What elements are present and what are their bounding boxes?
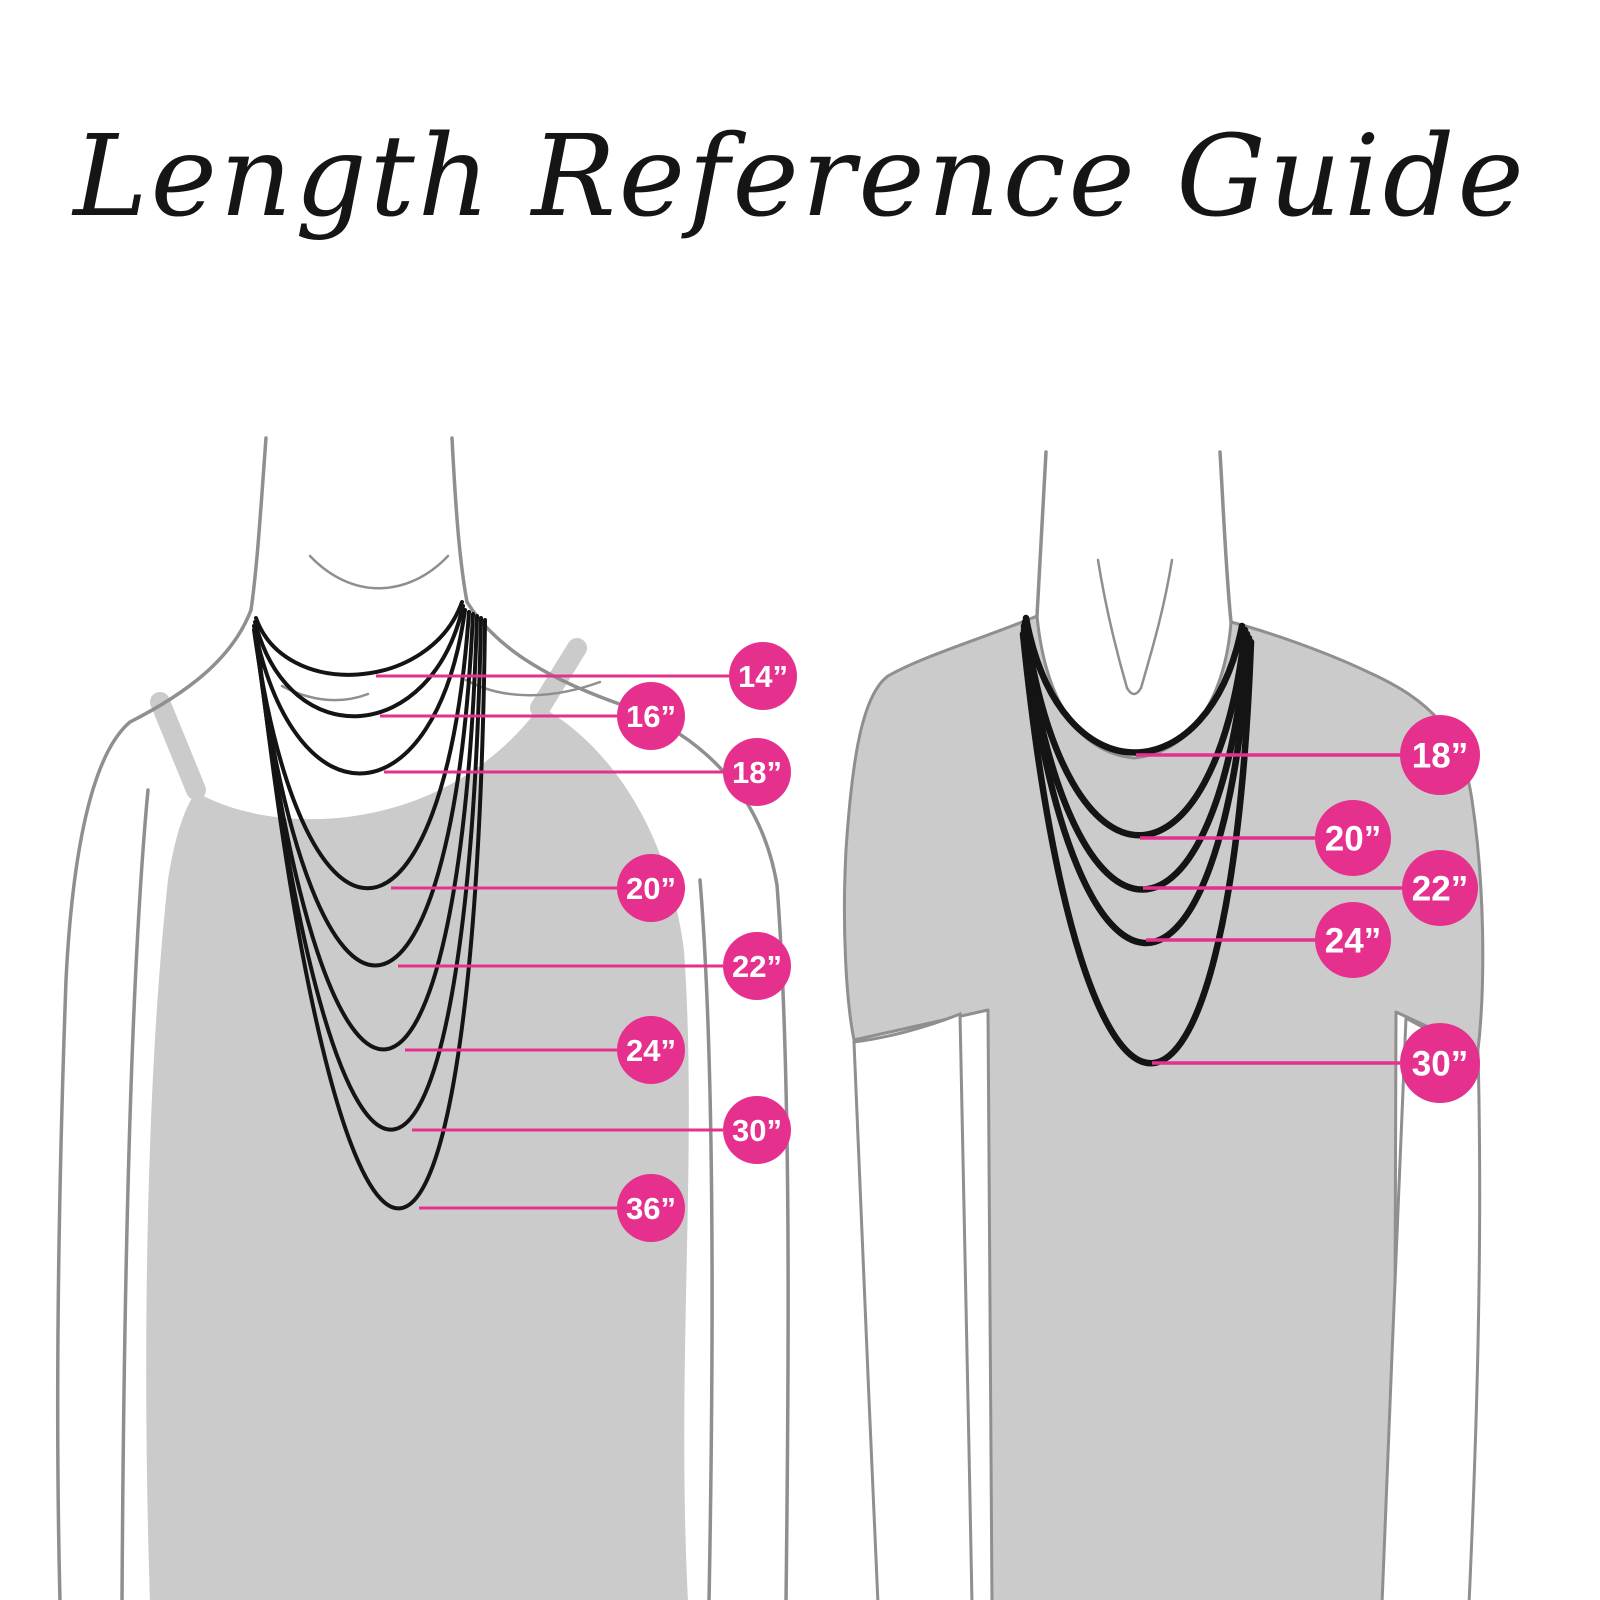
necklace-24in [254, 614, 479, 1052]
callout-30in: 30” [1152, 1023, 1480, 1103]
callout-18in: 18” [384, 738, 791, 806]
neck-right-line [1218, 450, 1233, 624]
sternal-notch [1125, 686, 1143, 696]
callout-22in: 22” [1143, 850, 1478, 926]
badge-label: 22” [1412, 869, 1468, 908]
tank-strap-left [150, 692, 206, 800]
badge-label: 18” [1412, 736, 1468, 775]
necklace-30in [1019, 630, 1255, 1067]
callout-16in: 16” [380, 682, 685, 750]
necklace-14in [254, 600, 464, 677]
man-callouts: 18” 20” 22” 24” 30” [1136, 715, 1480, 1103]
callout-18in: 18” [1136, 715, 1480, 795]
neck-muscle-left [1096, 558, 1129, 690]
necklace-18in [252, 608, 467, 776]
badge-label: 22” [732, 949, 782, 984]
callout-20in: 20” [1140, 800, 1391, 876]
badge-circle [617, 682, 685, 750]
woman-callouts: 14” 16” 18” 20” 22” [376, 642, 797, 1242]
badge-label: 14” [738, 659, 788, 694]
badge-circle [1400, 715, 1480, 795]
badge-label: 20” [626, 871, 676, 906]
man-necklaces [1019, 614, 1255, 1067]
necklace-16in [253, 604, 465, 719]
page-title: Length Reference Guide [73, 112, 1527, 242]
arm-left [852, 1011, 974, 1600]
badge-circle [1400, 1023, 1480, 1103]
badge-circle [1315, 902, 1391, 978]
badge-circle [617, 854, 685, 922]
arm-right [1380, 1015, 1482, 1600]
neck-left-line [249, 436, 268, 612]
callout-24in: 24” [1146, 902, 1391, 978]
badge-label: 18” [732, 755, 782, 790]
badge-circle [1402, 850, 1478, 926]
badge-circle [723, 738, 791, 806]
callout-24in: 24” [405, 1016, 685, 1084]
badge-label: 16” [626, 699, 676, 734]
arm-inner-left [120, 788, 150, 1600]
necklace-18in [1022, 614, 1246, 756]
necklace-22in [253, 612, 475, 968]
badge-circle [723, 932, 791, 1000]
necklace-24in [1020, 626, 1253, 947]
necklace-20in [252, 610, 471, 890]
neck-left-line [1035, 450, 1048, 618]
callout-20in: 20” [391, 854, 685, 922]
neck-right-line [450, 436, 469, 604]
badge-circle [617, 1174, 685, 1242]
callout-36in: 36” [419, 1174, 685, 1242]
badge-circle [617, 1016, 685, 1084]
badge-label: 30” [732, 1113, 782, 1148]
badge-label: 24” [1325, 921, 1381, 960]
necklace-22in [1020, 622, 1251, 893]
callout-30in: 30” [412, 1096, 791, 1164]
shoulder-arm-right [465, 600, 790, 1600]
callout-22in: 22” [398, 932, 791, 1000]
man-figure [842, 450, 1485, 1600]
badge-label: 36” [626, 1191, 676, 1226]
tank-top [146, 706, 689, 1600]
arm-inner-right [698, 878, 714, 1600]
necklace-36in [256, 618, 487, 1211]
badge-circle [723, 1096, 791, 1164]
shoulder-arm-left [56, 608, 253, 1600]
neck-muscle-right [1139, 558, 1174, 690]
badge-label: 24” [626, 1033, 676, 1068]
badge-circle [729, 642, 797, 710]
callout-14in: 14” [376, 642, 797, 710]
woman-necklaces [252, 600, 487, 1211]
woman-figure [56, 436, 790, 1600]
necklace-30in [255, 616, 483, 1132]
badge-label: 30” [1412, 1044, 1468, 1083]
badge-label: 20” [1325, 819, 1381, 858]
badge-circle [1315, 800, 1391, 876]
necklace-20in [1021, 618, 1249, 839]
chin-line [308, 554, 450, 590]
